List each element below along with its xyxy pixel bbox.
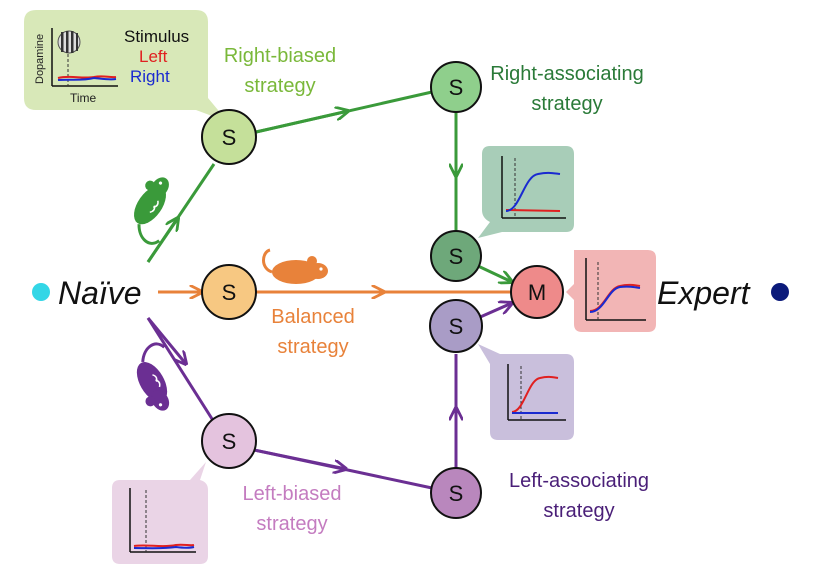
mouse-icon-orange — [262, 248, 328, 284]
node-balanced: S — [201, 264, 257, 320]
naive-dot — [32, 283, 50, 301]
node-right-associating-2: S — [430, 230, 482, 282]
node-right-biased: S — [201, 109, 257, 165]
expert-endpoint: Expert — [657, 275, 789, 311]
expert-label: Expert — [657, 275, 751, 311]
svg-text:strategy: strategy — [543, 500, 614, 522]
node-label: M — [528, 280, 546, 305]
x-axis-label: Time — [70, 91, 97, 105]
node-label: S — [222, 125, 237, 150]
node-label: S — [449, 314, 464, 339]
connections — [146, 90, 512, 490]
naive-label: Naïve — [58, 275, 142, 311]
node-right-associating-1: S — [430, 61, 482, 113]
node-label: S — [449, 481, 464, 506]
callout-left-associating — [478, 344, 574, 440]
callout-right-associating — [478, 146, 574, 238]
node-left-associating-2: S — [429, 299, 483, 353]
legend-left: Left — [139, 47, 168, 66]
svg-text:Right-biased: Right-biased — [224, 45, 336, 67]
y-axis-label: Dopamine — [34, 34, 46, 84]
node-label: S — [449, 75, 464, 100]
node-label: S — [222, 429, 237, 454]
svg-text:strategy: strategy — [277, 336, 348, 358]
svg-text:Balanced: Balanced — [271, 306, 354, 328]
label-left-associating: Left-associating strategy — [509, 470, 649, 522]
svg-text:strategy: strategy — [244, 75, 315, 97]
label-balanced: Balanced strategy — [271, 306, 354, 358]
stripe-stimulus-icon — [57, 30, 81, 54]
node-label: S — [449, 244, 464, 269]
label-right-associating: Right-associating strategy — [490, 63, 643, 115]
callout-expert — [566, 250, 656, 332]
node-expert-m: M — [510, 265, 564, 319]
mouse-icon-purple — [136, 342, 170, 411]
svg-text:Right-associating: Right-associating — [490, 63, 643, 85]
label-right-biased: Right-biased strategy — [224, 45, 336, 97]
legend-title: Stimulus — [124, 27, 189, 46]
naive-endpoint: Naïve — [32, 275, 142, 311]
callout-left-biased — [112, 462, 208, 564]
label-left-biased: Left-biased strategy — [243, 483, 342, 535]
mouse-icon-green — [134, 177, 169, 245]
node-label: S — [222, 280, 237, 305]
svg-text:strategy: strategy — [531, 93, 602, 115]
svg-text:Left-associating: Left-associating — [509, 470, 649, 492]
node-left-associating-1: S — [430, 467, 482, 519]
svg-text:Left-biased: Left-biased — [243, 483, 342, 505]
svg-text:strategy: strategy — [256, 513, 327, 535]
node-left-biased: S — [201, 413, 257, 469]
legend-callout: Dopamine Time Stimulus Left Right — [24, 10, 228, 122]
expert-dot — [771, 283, 789, 301]
legend-right: Right — [130, 67, 170, 86]
